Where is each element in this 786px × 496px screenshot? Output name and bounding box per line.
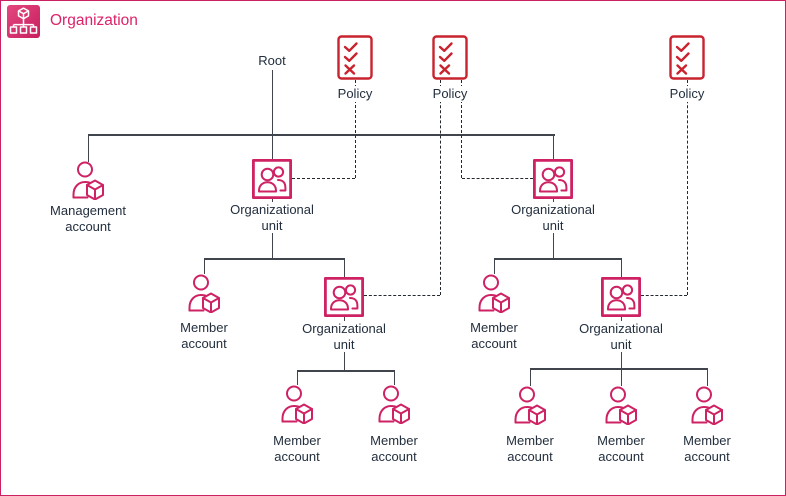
organizational-unit-icon (601, 277, 641, 322)
tree-line-drop-ou-right (552, 134, 554, 159)
organizational-unit-label: Organizational unit (222, 202, 322, 233)
policy-link-line (439, 80, 441, 295)
tree-line-ou-nested-children (297, 370, 394, 372)
tree-line-drop-member (529, 368, 531, 386)
member-account-label: Member account (576, 433, 666, 464)
root-label: Root (247, 53, 297, 69)
policy-icon (432, 35, 468, 85)
policy-link-line (686, 80, 688, 295)
tree-line-ou-nested-children (530, 368, 707, 370)
tree-line-drop-management (87, 134, 89, 162)
tree-line-drop-member (296, 370, 298, 385)
organizational-unit-label: Organizational unit (294, 321, 394, 352)
policy-label: Policy (662, 86, 712, 102)
organizational-unit-label: Organizational unit (571, 321, 671, 352)
management-account-icon (71, 160, 105, 205)
member-account-icon (604, 385, 638, 430)
member-account-icon (690, 385, 724, 430)
tree-line-drop-ou-left (271, 134, 273, 159)
organizational-unit-icon (324, 277, 364, 322)
tree-line-drop-member (393, 370, 395, 385)
policy-label: Policy (425, 86, 475, 102)
member-account-icon (513, 385, 547, 430)
organizational-unit-icon (252, 159, 292, 204)
management-account-label: Management account (46, 203, 130, 234)
policy-link-line (292, 177, 355, 179)
organizations-icon (7, 5, 40, 38)
member-account-label: Member account (252, 433, 342, 464)
organization-title: Organization (50, 12, 138, 29)
tree-line-root-children (88, 134, 555, 136)
policy-link-line (641, 294, 687, 296)
member-account-label: Member account (449, 320, 539, 351)
policy-link-line (460, 80, 462, 178)
member-account-icon (280, 384, 314, 429)
member-account-icon (477, 273, 511, 318)
policy-link-line (354, 80, 356, 178)
tree-line-ou-left-children (204, 258, 344, 260)
policy-icon (669, 35, 705, 85)
member-account-icon (377, 384, 411, 429)
organizational-unit-icon (533, 159, 573, 204)
member-account-label: Member account (159, 320, 249, 351)
policy-link-line (462, 177, 533, 179)
policy-link-line (364, 294, 440, 296)
member-account-icon (187, 273, 221, 318)
member-account-label: Member account (662, 433, 752, 464)
organizational-unit-label: Organizational unit (503, 202, 603, 233)
tree-line-drop-ou (343, 258, 345, 278)
member-account-label: Member account (485, 433, 575, 464)
tree-line-ou-right-children (494, 258, 621, 260)
tree-line-drop-ou (620, 258, 622, 278)
tree-line-root (271, 70, 273, 135)
tree-line-drop-member (493, 258, 495, 274)
member-account-label: Member account (349, 433, 439, 464)
tree-line-drop-member (203, 258, 205, 274)
policy-icon (337, 35, 373, 85)
tree-line-drop-member (620, 368, 622, 386)
policy-label: Policy (330, 86, 380, 102)
tree-line-drop-member (706, 368, 708, 386)
